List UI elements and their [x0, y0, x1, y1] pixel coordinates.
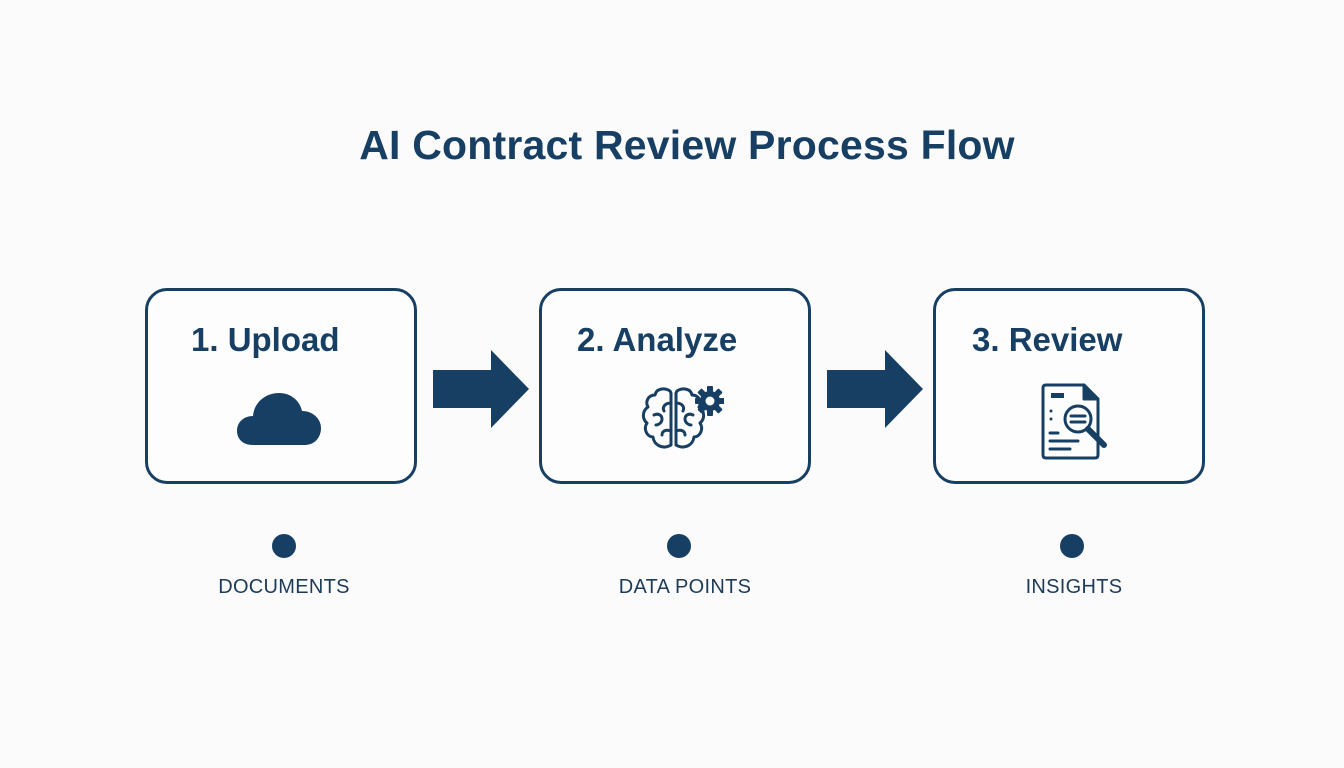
diagram-title: AI Contract Review Process Flow	[359, 122, 1015, 168]
arrow-right-icon	[827, 350, 923, 433]
step-upload: 1. Upload	[145, 288, 417, 484]
arrow-right-icon	[433, 350, 529, 433]
step-review: 3. Review	[933, 288, 1205, 484]
step-label: 1. Upload	[191, 321, 340, 358]
step-label: 2. Analyze	[577, 321, 738, 358]
step-analyze: 2. Analyze	[539, 288, 811, 484]
document-search-icon	[1040, 381, 1112, 468]
brain-gear-icon	[640, 385, 725, 458]
step-marker-dot	[1060, 534, 1084, 558]
step-caption: INSIGHTS	[1025, 576, 1123, 598]
step-label: 3. Review	[972, 321, 1123, 358]
step-marker-dot	[272, 534, 296, 558]
step-marker-dot	[667, 534, 691, 558]
step-caption: DATA POINTS	[618, 576, 752, 598]
cloud-icon	[237, 391, 325, 452]
step-caption: DOCUMENTS	[218, 576, 350, 598]
